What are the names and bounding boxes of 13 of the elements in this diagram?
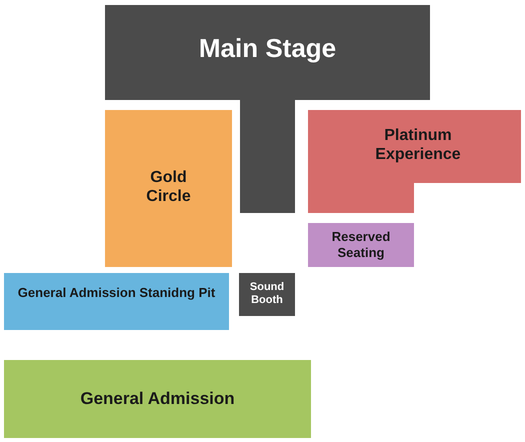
section-label: General Admission Stanidng Pit bbox=[16, 285, 216, 301]
section-label: Platinum Experience bbox=[374, 126, 462, 164]
section-label: Reserved Seating bbox=[330, 229, 392, 260]
sound-booth bbox=[239, 273, 295, 316]
section-label: Gold Circle bbox=[145, 168, 192, 206]
seating-section bbox=[4, 273, 229, 330]
section-label: Sound Booth bbox=[248, 281, 286, 308]
seating-section bbox=[308, 110, 521, 213]
section-label: General Admission bbox=[79, 389, 236, 410]
seating-section bbox=[4, 360, 311, 438]
seating-section bbox=[308, 223, 414, 267]
seating-section bbox=[105, 110, 232, 267]
section-label: Main Stage bbox=[198, 33, 338, 64]
